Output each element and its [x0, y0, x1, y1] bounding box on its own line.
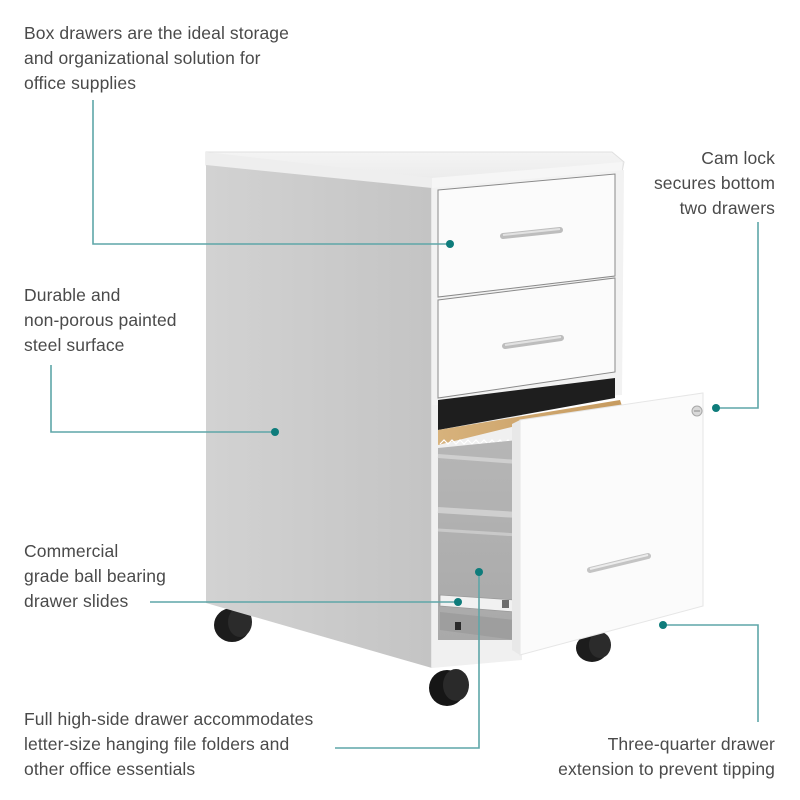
callout-ball-bearing: Commercial grade ball bearing drawer sli… [24, 541, 166, 611]
caster-front [429, 669, 469, 706]
callout-high-side-drawer: Full high-side drawer accommodates lette… [24, 709, 314, 779]
callout-box-drawers: Box drawers are the ideal storage and or… [24, 23, 289, 93]
callout-steel-surface: Durable and non-porous painted steel sur… [24, 285, 177, 355]
callout-three-quarter-extension: Three-quarter drawer extension to preven… [558, 734, 775, 779]
callout-cam-lock: Cam lock secures bottom two drawers [653, 148, 775, 218]
caster-back-right [576, 632, 611, 662]
